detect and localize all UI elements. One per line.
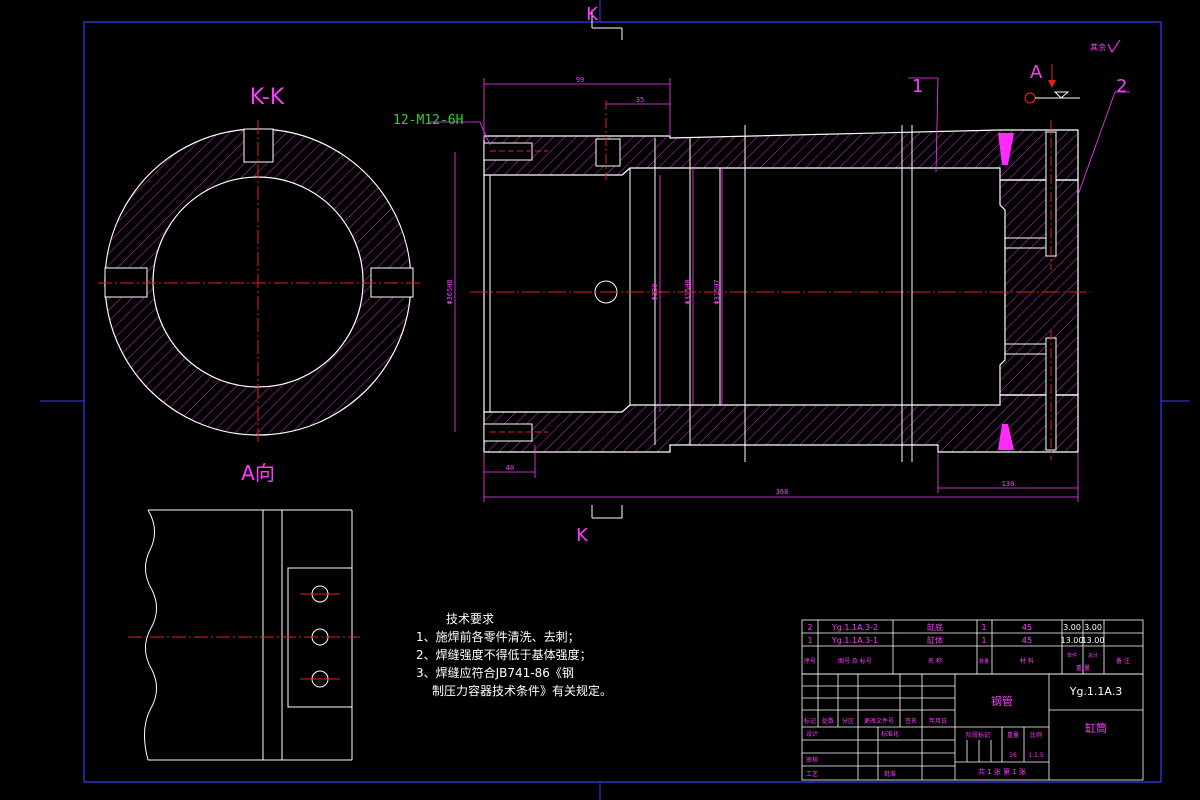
tech-title: 技术要求	[446, 612, 494, 626]
tb-material: 钢管	[991, 694, 1013, 708]
end-cap	[999, 179, 1079, 396]
tb-rev-zone: 分区	[842, 717, 854, 725]
hdr-material: 材 料	[1020, 657, 1034, 665]
tb-rev-sign: 签名	[905, 717, 917, 725]
kk-section-view: K-K A向	[98, 85, 420, 485]
weld-symbol	[1053, 91, 1070, 99]
thread-callout: 12-M12-6H	[393, 113, 463, 128]
tech-line-2: 2、焊缝强度不得低于基体强度；	[416, 647, 592, 662]
flange-pad	[287, 567, 353, 708]
part-1-no: 1	[807, 636, 812, 645]
balloon-1: 1	[912, 76, 923, 97]
ring-section	[104, 128, 412, 436]
dim-outer-dia: Φ365H8	[446, 279, 454, 304]
part-2-unit-weight: 3.00	[1063, 623, 1081, 632]
tb-standard: 标准化	[881, 730, 899, 738]
tb-weight-value: 16	[1009, 752, 1017, 759]
part-1-unit-weight: 13.00	[1061, 636, 1084, 645]
hdr-code: 图号 及 标号	[838, 657, 872, 665]
weld-bottom	[998, 424, 1014, 450]
part-1-qty: 1	[981, 636, 986, 645]
hdr-total: 总计	[1088, 652, 1098, 659]
part-2-material: 45	[1022, 623, 1032, 632]
tb-rev-mark: 标记	[804, 717, 816, 725]
part-1-total-weight: 13.00	[1082, 636, 1105, 645]
hdr-unit: 单件	[1067, 652, 1077, 659]
main-section-view: K K	[470, 4, 1090, 546]
tb-approve: 批准	[884, 770, 896, 778]
tb-sheets: 共 1 张 第 1 张	[978, 767, 1026, 776]
part-2-no: 2	[807, 623, 812, 632]
tb-stage: 阶段标记	[966, 731, 990, 739]
k-mark-top: K	[586, 4, 599, 25]
port-hole	[595, 138, 621, 167]
dim-dia-1: Φ330	[651, 284, 659, 301]
dim-368: 368	[776, 488, 789, 496]
part-2-total-weight: 3.00	[1084, 623, 1102, 632]
tech-line-4: 制压力容器技术条件》有关规定。	[432, 683, 612, 698]
balloon-2: 2	[1116, 76, 1127, 97]
dim-130: 130	[1002, 480, 1015, 488]
kk-title: K-K	[250, 85, 285, 110]
part-1-name: 缸体	[927, 635, 943, 645]
part-2-code: Yg.1.1A.3-2	[831, 623, 878, 632]
tb-role-review: 审核	[806, 756, 818, 764]
partial-side-view	[128, 509, 360, 761]
tb-rev-count: 处数	[822, 717, 834, 725]
tb-drawing-no: Yg.1.1A.3	[1069, 685, 1123, 698]
k-mark-bottom: K	[576, 525, 589, 546]
roughness-symbol	[1107, 39, 1121, 53]
hdr-no: 序号	[804, 657, 816, 665]
part-2-qty: 1	[981, 623, 986, 632]
tb-scale-value: 1:1.5	[1028, 752, 1044, 759]
tech-requirements: 技术要求 1、施焊前各零件清洗、去刺； 2、焊缝强度不得低于基体强度； 3、焊缝…	[416, 612, 612, 698]
tb-rev-doc: 更改文件号	[864, 717, 894, 725]
hdr-remark: 备 注	[1116, 657, 1130, 665]
drawing-frame	[83, 21, 1162, 783]
dim-dia-3: Φ315H7	[713, 279, 721, 304]
roughness-note: 其余	[1090, 42, 1106, 52]
tb-rev-date: 年月日	[929, 717, 947, 725]
dim-99: 99	[576, 76, 584, 84]
weld-symbol-circle	[1024, 92, 1036, 104]
hdr-weight: 重 量	[1076, 664, 1090, 672]
tb-part-name: 缸筒	[1085, 721, 1107, 735]
tb-role-process: 工艺	[806, 770, 818, 778]
dim-40: 40	[506, 464, 514, 472]
tech-line-1: 1、施焊前各零件清洗、去刺；	[416, 629, 580, 644]
upper-wall	[483, 129, 1079, 181]
title-block	[801, 673, 1144, 781]
break-line	[144, 509, 157, 761]
lower-wall	[483, 394, 1079, 453]
a-arrow-head	[1048, 80, 1056, 88]
dim-35: 35	[636, 96, 644, 104]
tech-line-3: 3、焊缝应符合JB741-86《钢	[416, 665, 574, 680]
hdr-qty: 数量	[979, 658, 989, 665]
part-2-name: 缸底	[927, 622, 943, 632]
tb-scale-label: 比例	[1030, 731, 1042, 739]
part-1-material: 45	[1022, 636, 1032, 645]
title-block-text: 钢管 Yg.1.1A.3 缸筒 标记 处数 分区 更改文件号 签名 年月日 设计…	[804, 685, 1122, 778]
weld-top	[998, 133, 1014, 165]
part-1-code: Yg.1.1A.3-1	[831, 636, 878, 645]
a-arrow-label: A	[1030, 62, 1043, 83]
tb-weight-label: 重量	[1007, 731, 1019, 739]
parts-list-text: 2 Yg.1.1A.3-2 缸底 1 45 3.00 3.00 1 Yg.1.1…	[804, 622, 1130, 672]
hdr-name: 名 称	[928, 657, 942, 665]
dimensions	[430, 77, 1130, 502]
a-view-label: A向	[241, 461, 275, 485]
tb-role-design: 设计	[806, 730, 818, 738]
dim-dia-2: Φ315H8	[684, 279, 692, 304]
